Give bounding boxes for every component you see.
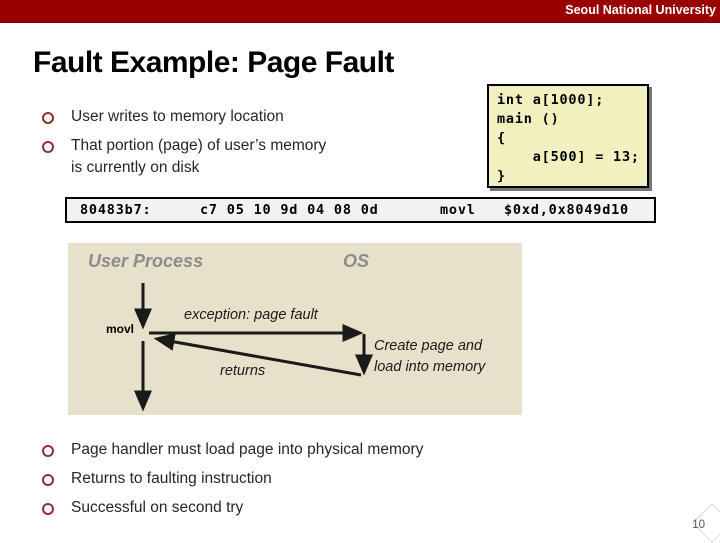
page-fault-diagram: User Process OS movl exception: page fau… — [68, 243, 522, 415]
bullet-text: Successful on second try — [71, 499, 244, 516]
bullet-line: User writes to memory location — [71, 108, 284, 125]
list-item: Successful on second try — [40, 497, 600, 519]
user-process-heading: User Process — [88, 251, 204, 271]
bullet-list-top: User writes to memory location That port… — [40, 106, 470, 186]
os-heading: OS — [343, 251, 370, 271]
page-number: 10 — [692, 519, 705, 531]
assembly-instruction-box: 80483b7: c7 05 10 9d 04 08 0d movl $0xd,… — [65, 197, 656, 223]
os-action-line: load into memory — [374, 359, 486, 375]
bullet-circle-icon — [42, 474, 54, 486]
exception-arrow-label: exception: page fault — [184, 307, 318, 323]
university-name: Seoul National University — [565, 3, 716, 17]
code-line: { — [497, 130, 506, 146]
os-action-line: Create page and — [374, 338, 483, 354]
list-item: That portion (page) of user’s memory is … — [40, 135, 470, 179]
code-line: main () — [497, 111, 560, 127]
asm-operands: $0xd,0x8049d10 — [504, 202, 629, 218]
university-banner: Seoul National University — [0, 0, 720, 23]
code-line: a[500] = 13; — [497, 149, 640, 165]
bullet-circle-icon — [42, 141, 54, 153]
list-item: Returns to faulting instruction — [40, 468, 600, 490]
bullet-circle-icon — [42, 112, 54, 124]
asm-bytes: c7 05 10 9d 04 08 0d — [200, 202, 379, 218]
bullet-text: Returns to faulting instruction — [71, 470, 272, 487]
returns-arrow-label: returns — [220, 363, 266, 379]
bullet-circle-icon — [42, 503, 54, 515]
bullet-text: That portion (page) of user’s memory is … — [40, 135, 470, 179]
bullet-text: Page handler must load page into physica… — [71, 441, 424, 458]
code-snippet-box: int a[1000]; main () { a[500] = 13; } — [487, 84, 649, 188]
bullet-line: That portion (page) of user’s memory — [71, 137, 327, 154]
bullet-list-bottom: Page handler must load page into physica… — [40, 439, 600, 526]
page-title: Fault Example: Page Fault — [33, 46, 394, 79]
list-item: Page handler must load page into physica… — [40, 439, 600, 461]
bullet-text: User writes to memory location — [40, 106, 470, 128]
list-item: User writes to memory location — [40, 106, 470, 128]
asm-address: 80483b7: — [80, 202, 152, 218]
bullet-line: is currently on disk — [71, 159, 200, 176]
bullet-circle-icon — [42, 445, 54, 457]
asm-mnemonic: movl — [440, 202, 476, 218]
code-line: } — [497, 168, 506, 184]
code-line: int a[1000]; — [497, 92, 605, 108]
movl-instruction-label: movl — [105, 322, 134, 336]
os-action-label: Create page and load into memory — [374, 336, 485, 378]
timeline-arrows-graphic — [134, 283, 373, 412]
